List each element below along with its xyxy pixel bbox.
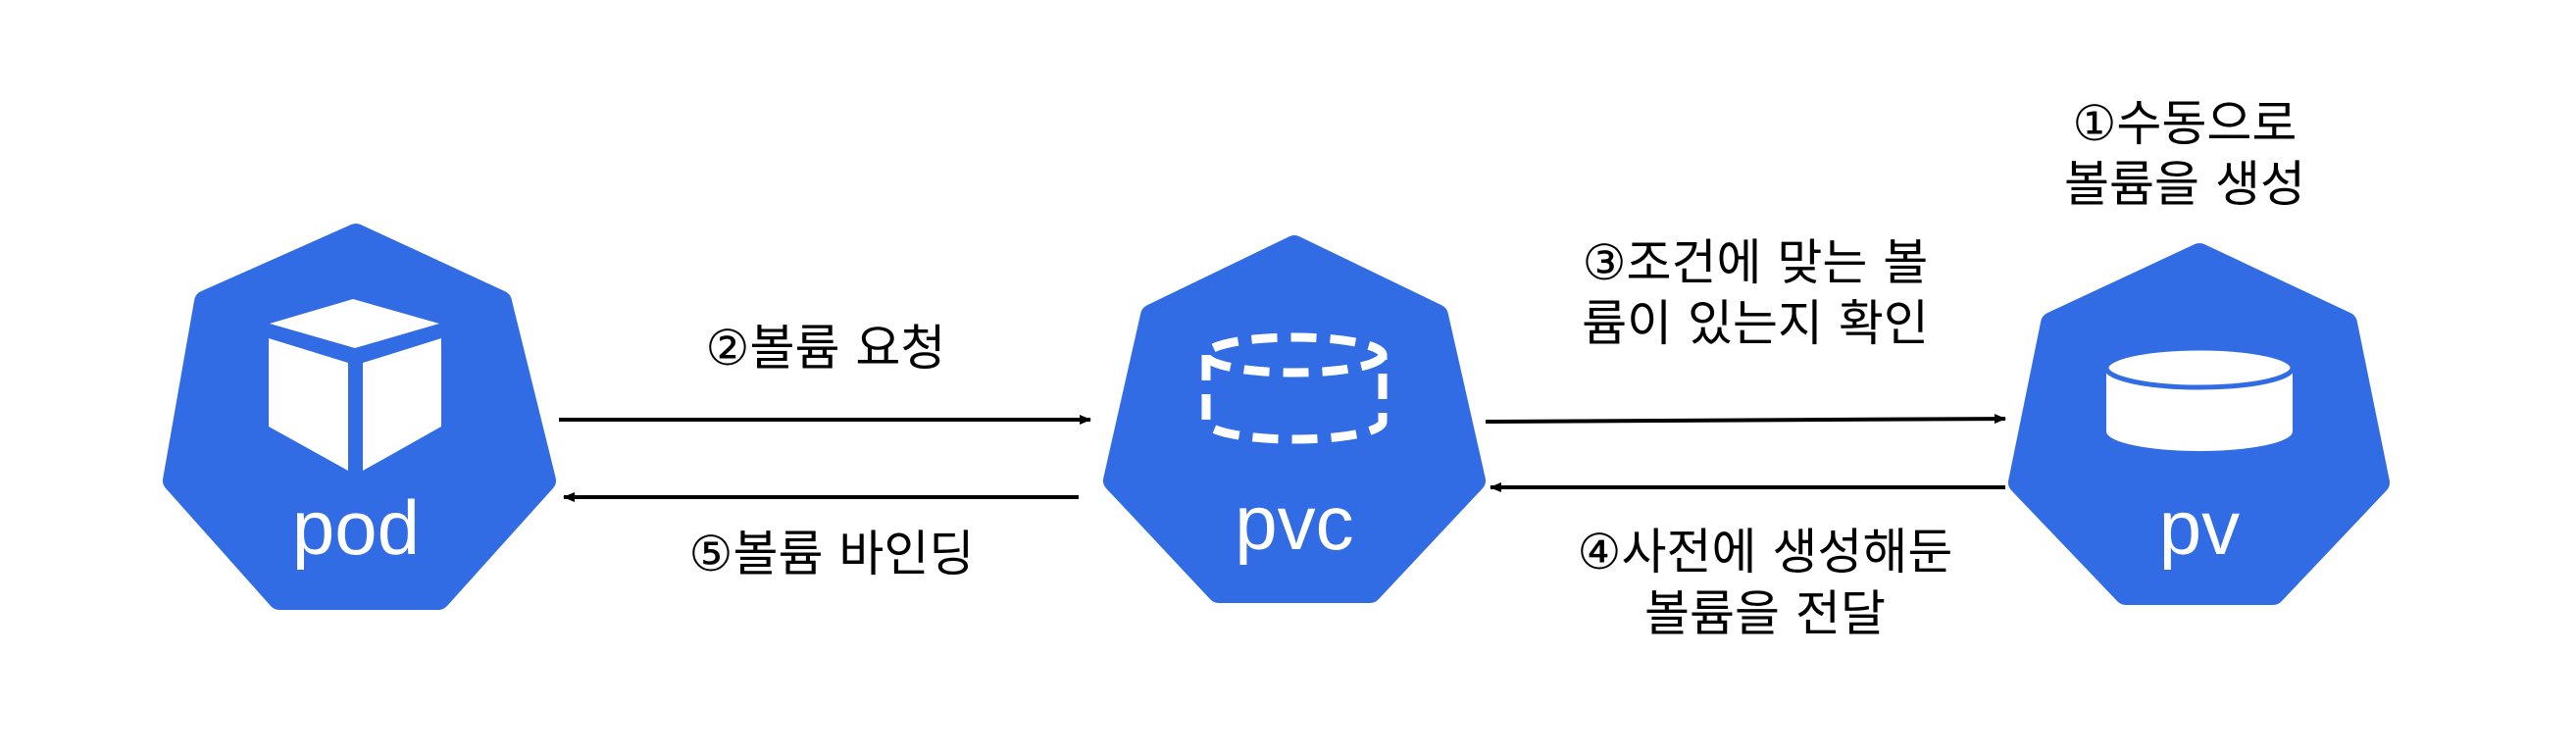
step5-label: ⑤볼륨 바인딩 [689,526,975,582]
pod-label: pod [292,484,420,571]
pvc-label: pvc [1235,479,1353,566]
step4-line2: 볼륨을 전달 [1644,585,1886,642]
cube-icon [269,299,441,471]
dashed-cylinder-icon [1201,332,1388,444]
cylinder-icon [2103,345,2296,451]
step2-line1: ②볼륨 요청 [706,320,946,377]
pv-node: pv [2008,243,2390,605]
step1-line2: 볼륨을 생성 [2064,156,2305,213]
pod-node: pod [163,224,556,610]
step3-label: ③조건에 맞는 볼 륨이 있는지 확인 [1582,234,1929,352]
step4-line1: ④사전에 생성해둔 [1578,524,1953,580]
step3-line2: 륨이 있는지 확인 [1582,295,1929,352]
step3-line1: ③조건에 맞는 볼 [1583,234,1929,291]
pod-heptagon [163,224,556,610]
pv-label: pv [2159,484,2240,571]
pvc-node: pvc [1103,235,1486,603]
step2-label: ②볼륨 요청 [706,320,946,377]
step1-line1: ①수동으로 [2073,95,2298,152]
step5-line1: ⑤볼륨 바인딩 [689,526,975,582]
arrow-pvc-to-pv [1485,414,2006,425]
pvc-heptagon [1103,235,1486,603]
step1-label: ①수동으로 볼륨을 생성 [2064,95,2305,213]
step4-label: ④사전에 생성해둔 볼륨을 전달 [1578,524,1953,642]
